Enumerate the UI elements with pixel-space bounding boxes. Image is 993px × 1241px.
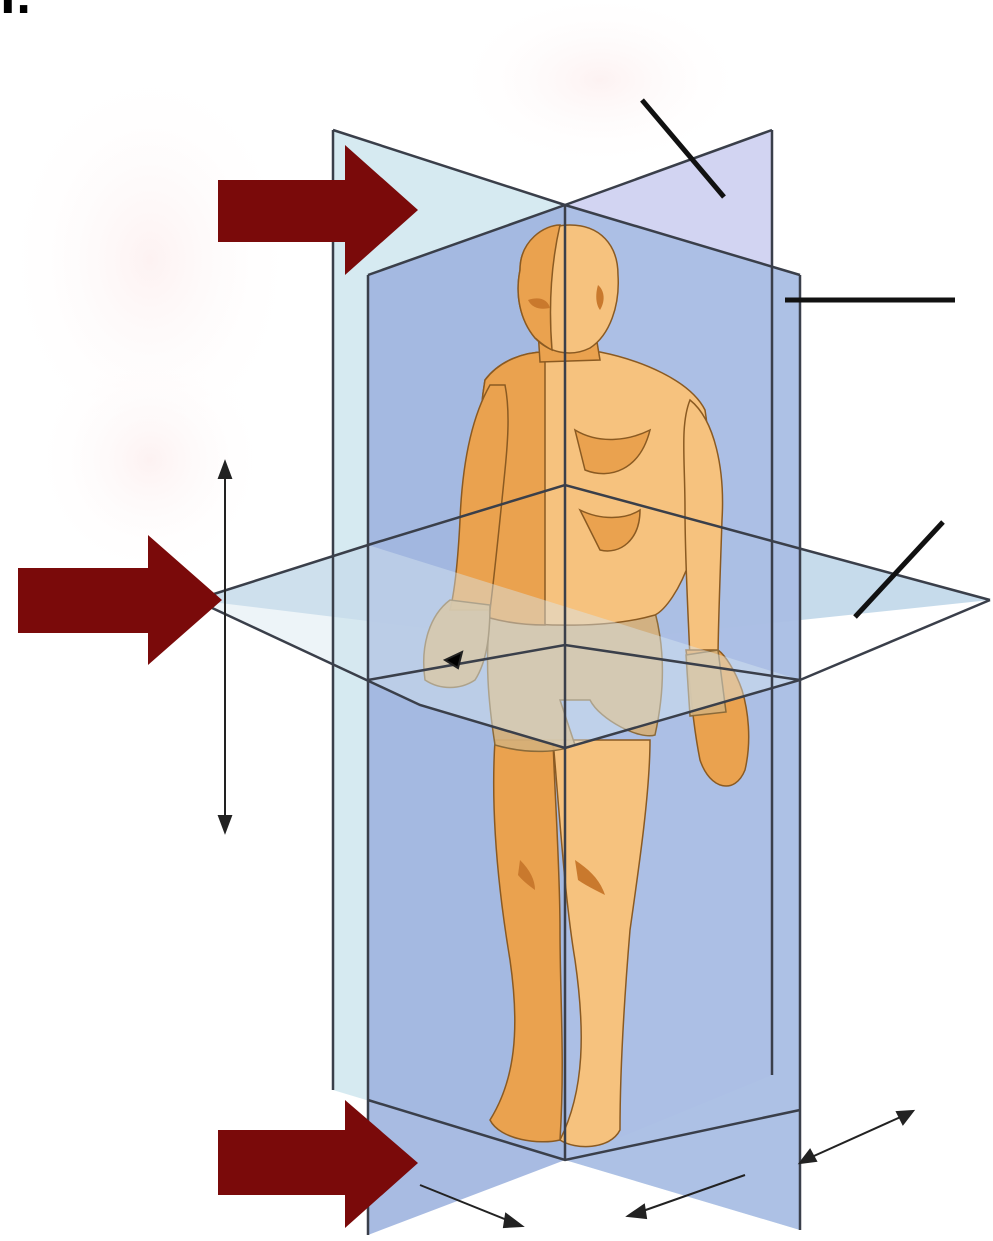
arrowhead-back bbox=[504, 1214, 522, 1227]
arrowhead-front bbox=[628, 1205, 646, 1218]
background-blob bbox=[450, 0, 750, 170]
question-number: I. bbox=[0, 0, 32, 20]
arrowhead-right bbox=[897, 1111, 913, 1124]
lateral-direction-arrow bbox=[805, 1115, 905, 1160]
arrowhead-down bbox=[219, 816, 231, 832]
arrowhead-left bbox=[800, 1150, 816, 1163]
